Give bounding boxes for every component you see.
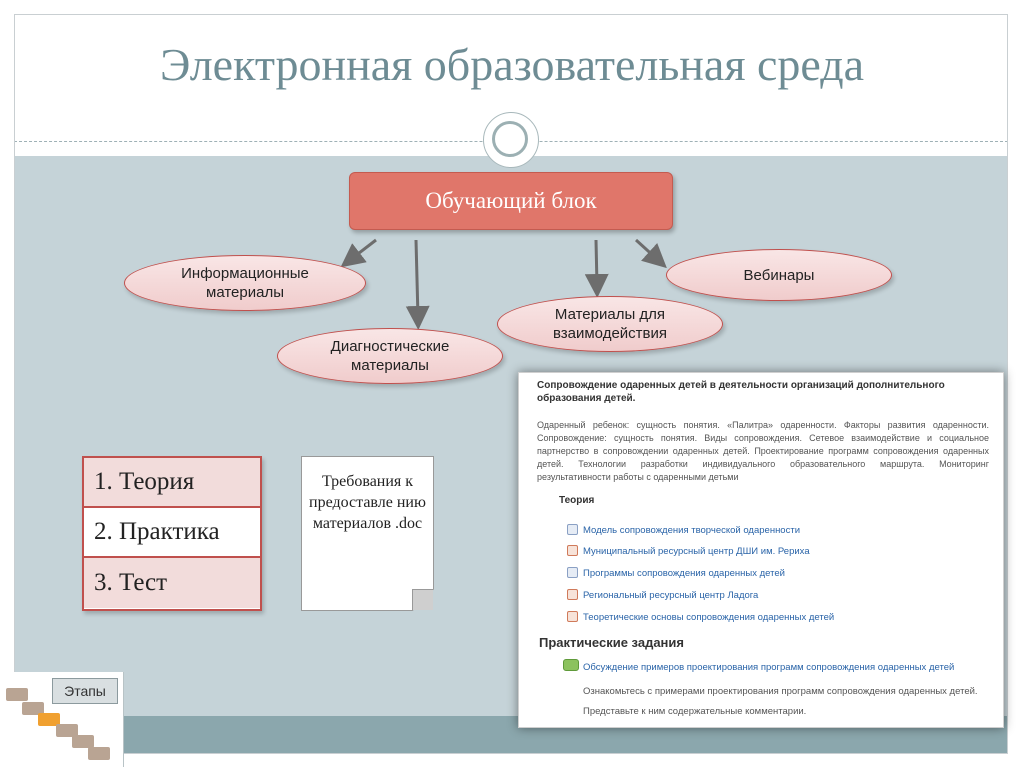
document-label: Требования к предоставле нию материалов … [309, 473, 426, 532]
practice-text-2: Представьте к ним содержательные коммент… [583, 706, 807, 717]
main-block-box: Обучающий блок [349, 172, 673, 230]
oval-webinars: Вебинары [666, 249, 892, 301]
page-title: Электронная образовательная среда [159, 39, 865, 90]
oval-webinars-label: Вебинары [743, 266, 815, 284]
forum-link[interactable]: Обсуждение примеров проектирования прогр… [583, 662, 955, 673]
circle-emblem-icon [483, 112, 539, 168]
course-description: Одаренный ребенок: сущность понятия. «Па… [537, 420, 989, 482]
theory-link-1[interactable]: Модель сопровождения творческой одаренно… [583, 524, 801, 536]
stage-theory: 1. Теория [84, 458, 260, 508]
step-block [6, 688, 28, 701]
theory-link-2[interactable]: Муниципальный ресурсный центр ДШИ им. Ре… [583, 545, 810, 557]
theory-link-4[interactable]: Региональный ресурсный центр Ладога [583, 589, 759, 601]
oval-interaction-materials: Материалы для взаимодействия [497, 296, 723, 352]
pdf-icon [567, 611, 578, 622]
step-block [88, 747, 110, 760]
pdf-icon [567, 545, 578, 556]
course-title: Сопровождение одаренных детей в деятельн… [537, 380, 945, 404]
document-fold [412, 589, 433, 610]
oval-diagnostic-label: Диагностические материалы [330, 338, 450, 374]
step-block [72, 735, 94, 748]
oval-info-label: Информационные материалы [181, 265, 309, 301]
stage-practice: 2. Практика [84, 508, 260, 558]
step-block [38, 713, 60, 726]
oval-interaction-label: Материалы для взаимодействия [552, 306, 668, 342]
theory-link-5[interactable]: Теоретические основы сопровождения одаре… [583, 611, 835, 623]
doc-icon [567, 524, 578, 535]
oval-diagnostic-materials: Диагностические материалы [277, 328, 503, 384]
theory-link-3[interactable]: Программы сопровождения одаренных детей [583, 567, 785, 579]
step-block [56, 724, 78, 737]
course-screenshot: Сопровождение одаренных детей в деятельн… [518, 372, 1004, 728]
theory-heading: Теория [559, 495, 595, 506]
stairs-label: Этапы [52, 678, 118, 704]
document-card: Требования к предоставле нию материалов … [301, 456, 434, 611]
practice-heading: Практические задания [539, 635, 684, 650]
step-block [22, 702, 44, 715]
practice-text-1: Ознакомьтесь с примерами проектирования … [583, 686, 978, 697]
oval-info-materials: Информационные материалы [124, 255, 366, 311]
doc-icon [567, 567, 578, 578]
pdf-icon [567, 589, 578, 600]
forum-icon [563, 659, 579, 671]
stage-test: 3. Тест [84, 558, 260, 608]
stages-table: 1. Теория 2. Практика 3. Тест [82, 456, 262, 611]
